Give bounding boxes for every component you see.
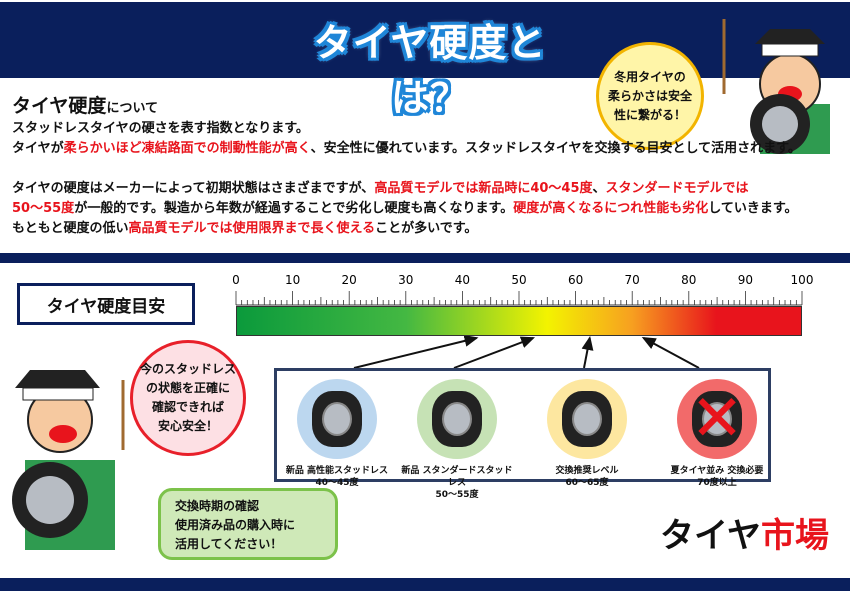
gauge-label: タイヤ硬度目安	[17, 283, 195, 325]
tire-icon	[417, 379, 497, 459]
bubble-line: 活用してください！	[175, 537, 283, 551]
bubble-line: 柔らかさは安全	[607, 88, 692, 103]
bubble-line: 今のスタッドレス	[139, 362, 236, 376]
bubble-line: 交換時期の確認	[175, 499, 260, 513]
gauge-scale: 0 10 20 30 40 50 60 70 80 90 100	[232, 273, 814, 369]
level-range: 50～55度	[435, 490, 479, 500]
scale-tick-label: 90	[738, 273, 753, 287]
speech-bubble-top: 冬用タイヤの柔らかさは安全性に繋がる！	[596, 42, 704, 150]
intro-line: 50～55度が一般的です。製造から年数が経過することで劣化し硬度も高くなります。…	[12, 201, 798, 216]
scale-tick-label: 60	[568, 273, 583, 287]
scale-tick-label: 80	[681, 273, 696, 287]
bubble-line: 使用済み品の購入時に	[175, 518, 296, 532]
intro-line: もともと硬度の低い高品質モデルでは使用限界まで長く使えることが多いです。	[12, 221, 478, 236]
level-range: 40～45度	[315, 478, 359, 488]
intro-line: スタッドレスタイヤの硬さを表す指数となります。	[12, 121, 309, 136]
divider-band	[0, 253, 850, 263]
levels-box: 新品 高性能スタッドレス 40～45度 新品 スタンダードスタッドレス 50～55度 交…	[274, 368, 771, 500]
level-range: 70度以上	[697, 478, 737, 488]
level-item: ✕ 夏タイヤ並み 交換必要 70度以上	[657, 379, 777, 489]
page-title: タイヤ硬度とは？	[313, 21, 547, 120]
cross-icon: ✕	[690, 382, 744, 456]
speech-bubble-left: 今のスタッドレスの状態を正確に確認できれば安心安全！	[130, 340, 246, 456]
level-item: 新品 高性能スタッドレス 40～45度	[277, 379, 397, 489]
level-name: 夏タイヤ並み 交換必要	[670, 466, 764, 476]
bubble-line: 性に繋がる！	[613, 107, 686, 122]
mascot-left-illustration	[12, 370, 125, 550]
speech-bubble-bottom: 交換時期の確認使用済み品の購入時に活用してください！	[158, 488, 338, 560]
intro-text: タイヤ硬度について スタッドレスタイヤの硬さを表す指数となります。 タイヤが柔ら…	[12, 96, 842, 239]
footer-band	[0, 578, 850, 591]
bubble-line: の状態を正確に	[145, 381, 230, 395]
level-name: 新品 スタンダードスタッドレス	[401, 466, 513, 488]
tire-icon	[297, 379, 377, 459]
brand-logo: タイヤ市場	[660, 516, 829, 556]
tire-icon	[547, 379, 627, 459]
hardness-gradient-bar	[236, 306, 802, 336]
scale-tick-label: 40	[455, 273, 470, 287]
bubble-line: 安心安全！	[157, 419, 218, 433]
level-item: 新品 スタンダードスタッドレス 50～55度	[397, 379, 517, 501]
level-range: 60～65度	[565, 478, 609, 488]
mascot-top-illustration	[722, 19, 830, 154]
tire-icon: ✕	[677, 379, 757, 459]
bubble-line: 冬用タイヤの	[614, 69, 686, 84]
level-name: 新品 高性能スタッドレス	[285, 466, 389, 476]
level-arrow	[353, 335, 479, 369]
bubble-line: 確認できれば	[151, 400, 224, 414]
scale-tick-label: 70	[625, 273, 640, 287]
intro-line: タイヤの硬度はメーカーによって初期状態はさまざまですが、高品質モデルでは新品時に…	[12, 181, 749, 196]
level-arrow	[581, 336, 594, 369]
header-band	[0, 2, 850, 78]
level-arrow	[641, 337, 700, 369]
intro-heading: タイヤ硬度について	[12, 95, 159, 117]
scale-tick-label: 30	[398, 273, 413, 287]
scale-tick-label: 20	[342, 273, 357, 287]
scale-tick-label: 10	[285, 273, 300, 287]
scale-tick-label: 100	[791, 273, 814, 287]
intro-line: タイヤが柔らかいほど凍結路面での制動性能が高く、安全性に優れています。スタッドレ…	[12, 141, 801, 156]
level-arrow	[453, 336, 536, 369]
scale-tick-label: 50	[511, 273, 526, 287]
level-name: 交換推奨レベル	[555, 466, 619, 476]
level-item: 交換推奨レベル 60～65度	[527, 379, 647, 489]
scale-tick-label: 0	[232, 273, 240, 287]
